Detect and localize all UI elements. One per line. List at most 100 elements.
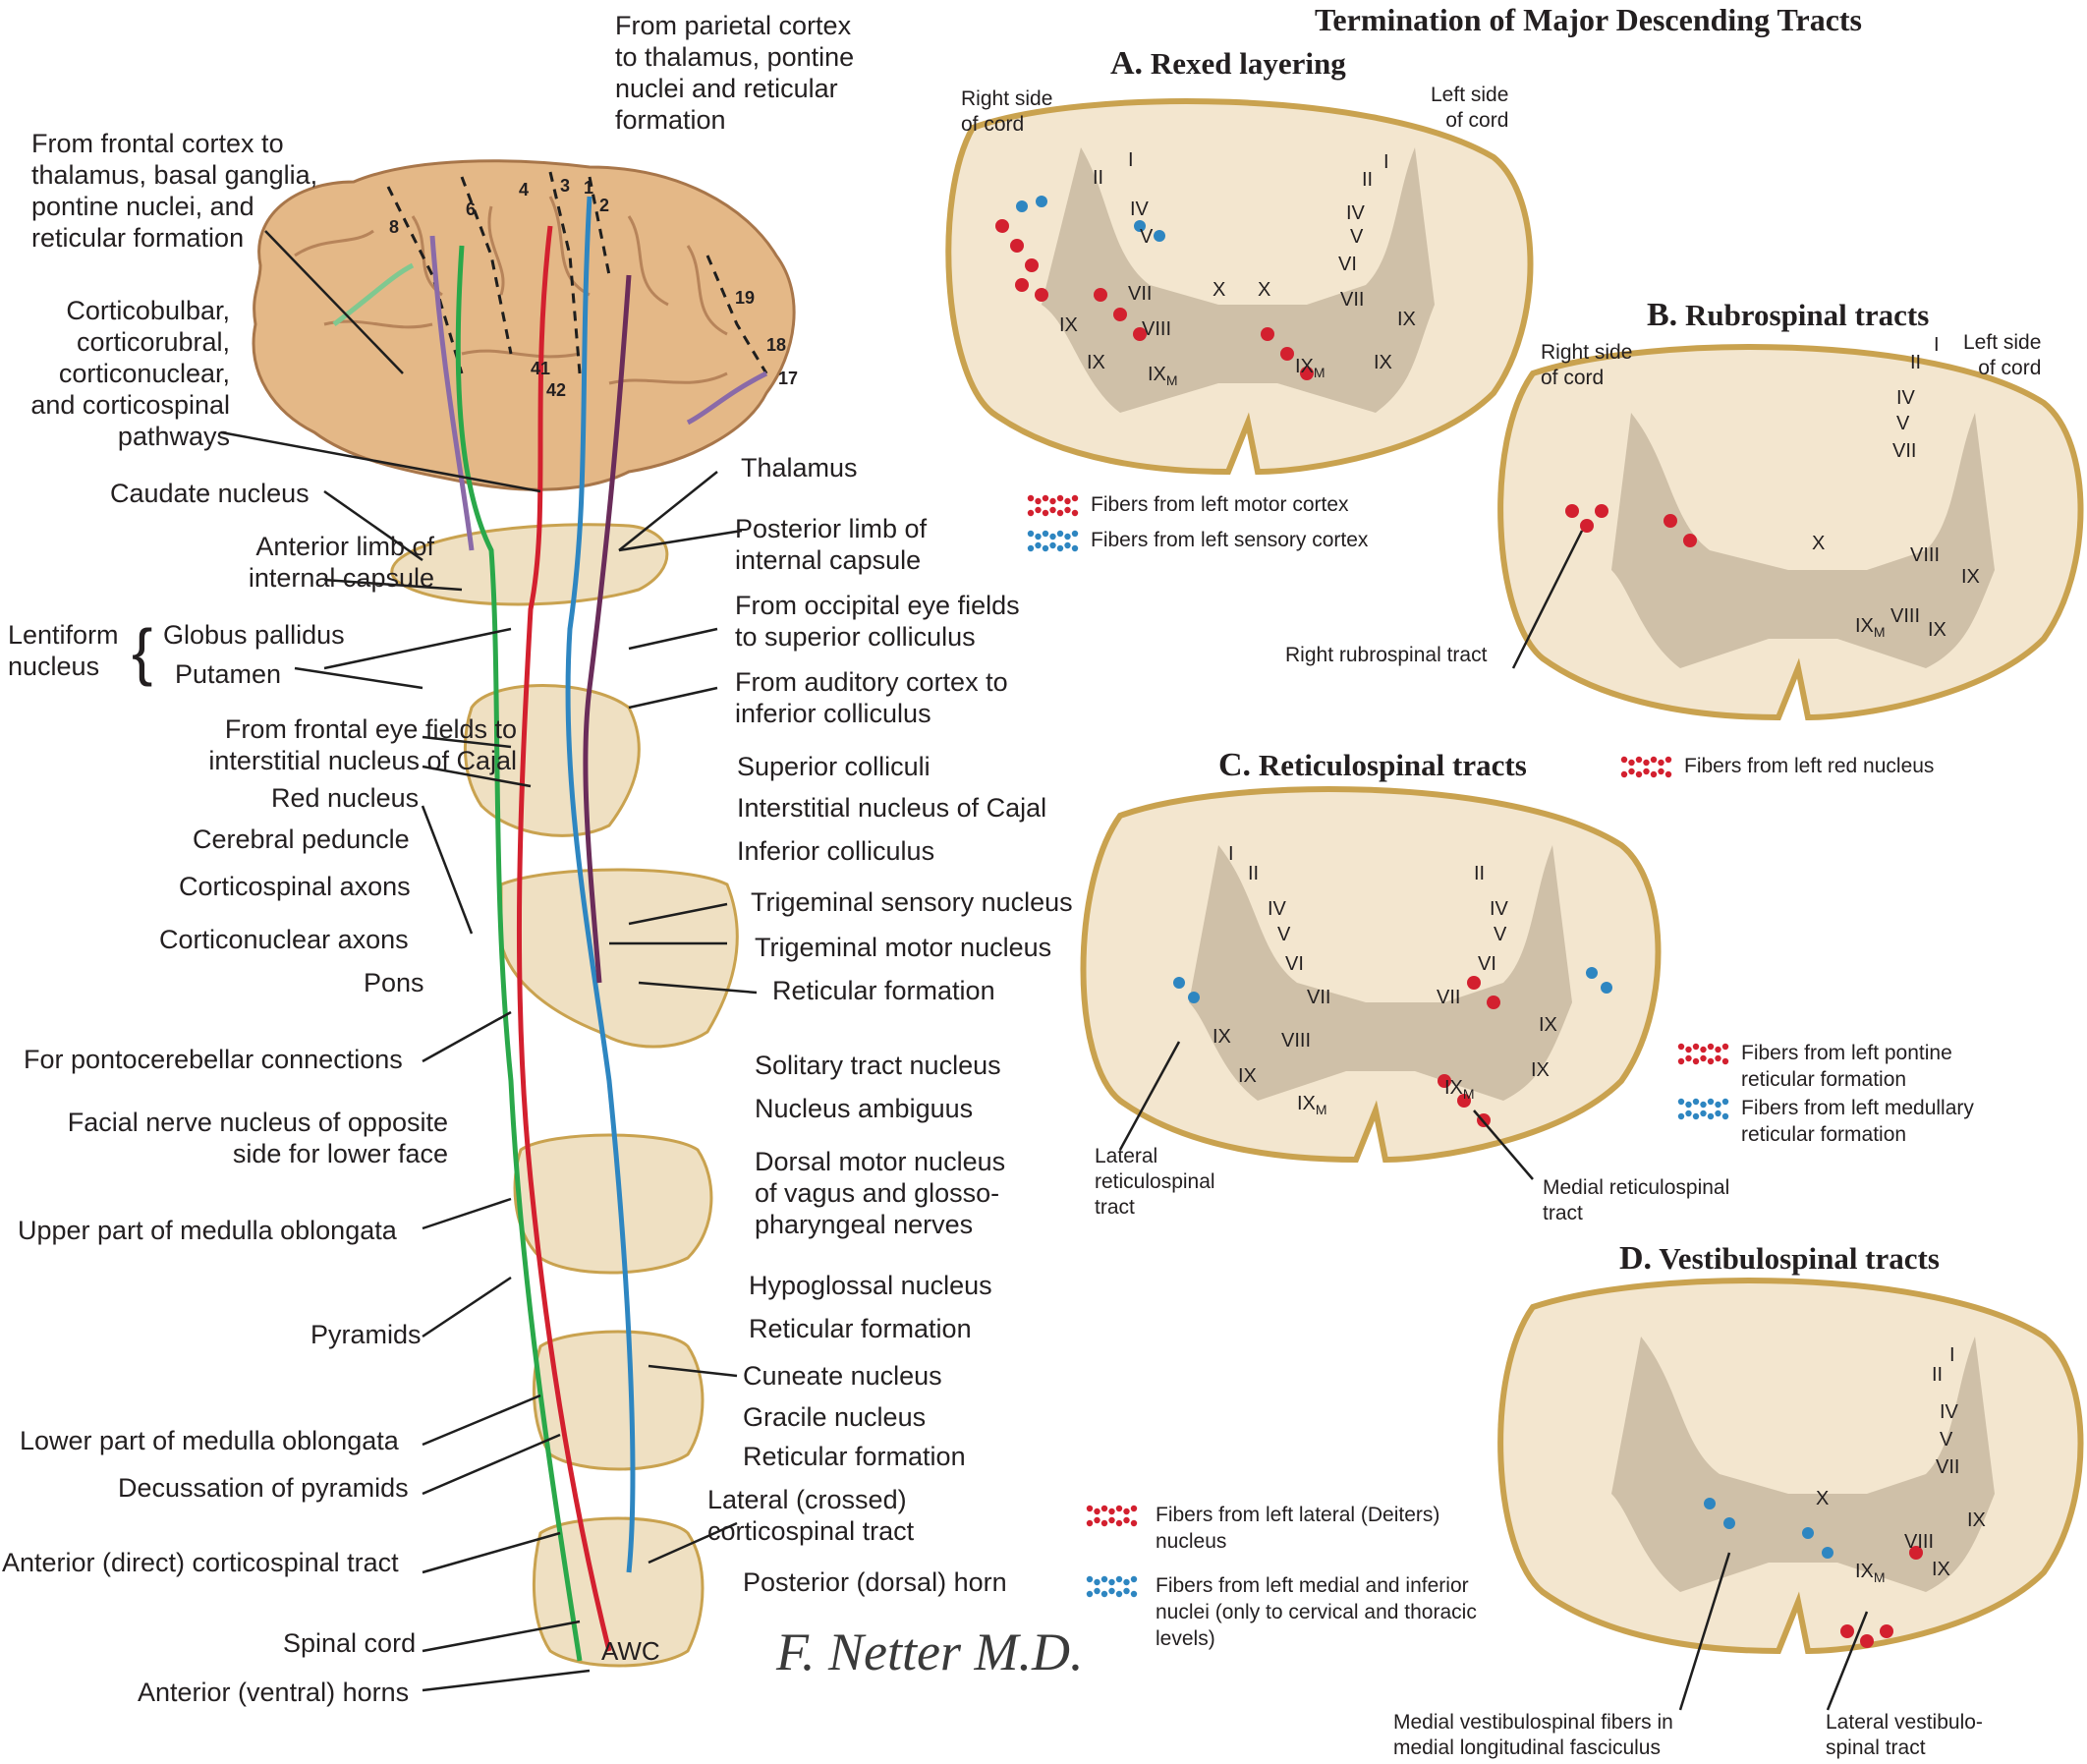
panel-d-name: Vestibulospinal tracts xyxy=(1659,1241,1940,1276)
rexed-label: V xyxy=(1494,924,1507,945)
rexed-label: VIII xyxy=(1890,605,1921,627)
right-label-auditory: From auditory cortex to inferior collicu… xyxy=(735,667,1008,728)
legend-b-red-swatch xyxy=(1619,753,1674,780)
legend-a-blue-swatch xyxy=(1026,527,1081,554)
left-label-frontal: From frontal cortex to thalamus, basal g… xyxy=(31,129,318,253)
rexed-label: VI xyxy=(1478,953,1496,975)
rexed-label: VII xyxy=(1892,440,1917,462)
legend-a-red-swatch xyxy=(1026,491,1081,519)
rexed-label: IX xyxy=(1967,1509,1986,1531)
left-label-ant-limb: Anterior limb of internal capsule xyxy=(248,532,434,593)
rexed-label: IV xyxy=(1346,202,1365,224)
rexed-label: V xyxy=(1277,924,1291,945)
panel-a-title: A. Rexed layering xyxy=(1110,45,1346,83)
left-label-caudate: Caudate nucleus xyxy=(110,479,310,508)
panel-d-title: D. Vestibulospinal tracts xyxy=(1619,1240,1940,1278)
rexed-label: VI xyxy=(1285,953,1304,975)
cord-d xyxy=(1497,1278,2084,1655)
rexed-label: VII xyxy=(1307,987,1331,1008)
rexed-label: II xyxy=(1362,169,1374,191)
brodmann-area-17: 17 xyxy=(778,369,799,388)
right-label-reticular1: Reticular formation xyxy=(772,976,995,1005)
panel-b-left-side: Left side of cord xyxy=(1963,331,2042,379)
legend-d-red-text: Fibers from left lateral (Deiters) nucle… xyxy=(1156,1504,1440,1553)
rexed-label: V xyxy=(1940,1429,1953,1451)
brodmann-area-18: 18 xyxy=(766,335,787,355)
rexed-label: I xyxy=(1383,151,1389,173)
rexed-label: VIII xyxy=(1281,1030,1312,1052)
right-label-occipital-eye: From occipital eye fields to superior co… xyxy=(735,591,1020,652)
right-label-solitary: Solitary tract nucleus xyxy=(755,1051,1001,1080)
left-label-anterior-horns: Anterior (ventral) horns xyxy=(138,1678,410,1707)
right-label-thalamus: Thalamus xyxy=(741,453,858,483)
brodmann-area-41: 41 xyxy=(531,359,551,378)
rexed-label: IV xyxy=(1490,898,1508,920)
rexed-label: IX xyxy=(1059,314,1078,336)
rexed-label: IV xyxy=(1940,1401,1958,1423)
brodmann-area-4: 4 xyxy=(519,180,530,199)
awc-label: AWC xyxy=(601,1636,660,1666)
fiber-dots xyxy=(995,196,1923,1648)
right-label-dorsal-motor: Dorsal motor nucleus of vagus and glosso… xyxy=(755,1147,1006,1239)
panel-d-letter: D. xyxy=(1619,1240,1653,1277)
right-label-trig-sensory: Trigeminal sensory nucleus xyxy=(751,887,1073,917)
rexed-label: I xyxy=(1128,149,1134,171)
rexed-label: IX xyxy=(1238,1065,1257,1087)
left-label-lower-medulla: Lower part of medulla oblongata xyxy=(20,1426,399,1455)
cord-b xyxy=(1497,344,2084,721)
legend-c-red-swatch xyxy=(1676,1040,1731,1067)
left-label-red-nucleus: Red nucleus xyxy=(271,783,420,813)
left-label-facial: Facial nerve nucleus of opposite side fo… xyxy=(67,1108,448,1168)
legend-a-blue-text: Fibers from left sensory cortex xyxy=(1091,529,1369,551)
right-label-post-limb: Posterior limb of internal capsule xyxy=(735,514,928,575)
rexed-label: IXM xyxy=(1855,1561,1886,1585)
right-label-gracile: Gracile nucleus xyxy=(743,1402,927,1432)
right-label-lateral-cs: Lateral (crossed) corticospinal tract xyxy=(707,1485,915,1546)
tract-lines xyxy=(332,196,768,1662)
left-label-spinal-cord: Spinal cord xyxy=(283,1628,417,1658)
rexed-label: IX xyxy=(1961,566,1980,588)
legend-d-blue-swatch xyxy=(1085,1572,1140,1600)
figure-title: Termination of Major Descending Tracts xyxy=(1315,2,1862,37)
rexed-label: IX xyxy=(1397,309,1416,330)
rexed-label: VII xyxy=(1437,987,1461,1008)
right-label-sup-colliculi: Superior colliculi xyxy=(737,752,931,781)
panel-a-left-side: Left side of cord xyxy=(1431,84,1509,132)
rexed-label: V xyxy=(1350,226,1364,248)
right-label-ambiguus: Nucleus ambiguus xyxy=(755,1094,974,1123)
rexed-label: VII xyxy=(1340,289,1365,311)
panel-b-right-side: Right side of cord xyxy=(1541,341,1633,389)
rexed-label: II xyxy=(1474,863,1486,884)
brodmann-area-2: 2 xyxy=(599,196,610,215)
rexed-label: VII xyxy=(1128,283,1153,305)
brodmann-area-6: 6 xyxy=(466,199,477,219)
right-label-parietal: From parietal cortex to thalamus, pontin… xyxy=(615,11,855,135)
netter-signature: F. Netter M.D. xyxy=(776,1622,1084,1681)
panel-c-letter: C. xyxy=(1218,747,1252,783)
rexed-label: VI xyxy=(1338,254,1357,275)
rexed-label: V xyxy=(1896,413,1910,434)
rexed-label: IX xyxy=(1531,1059,1550,1081)
panel-a-right-side: Right side of cord xyxy=(961,87,1053,136)
left-label-frontal-eye: From frontal eye fields to interstitial … xyxy=(208,714,517,775)
left-label-cs-axons: Corticospinal axons xyxy=(179,872,411,901)
right-label-trig-motor: Trigeminal motor nucleus xyxy=(755,933,1052,962)
cord-c xyxy=(1080,786,1662,1164)
legend-d-red-swatch xyxy=(1085,1502,1140,1529)
legend-b-red-text: Fibers from left red nucleus xyxy=(1684,755,1935,777)
rexed-label: IX xyxy=(1213,1026,1231,1048)
legend-a-red-text: Fibers from left motor cortex xyxy=(1091,493,1349,516)
left-label-cerebral-peduncle: Cerebral peduncle xyxy=(193,825,410,854)
rexed-label: I xyxy=(1934,334,1940,356)
rexed-label: IX xyxy=(1374,352,1392,373)
panel-c-lateral-label: Lateral reticulospinal tract xyxy=(1095,1145,1215,1219)
right-label-reticular2: Reticular formation xyxy=(749,1314,972,1343)
rexed-label: VII xyxy=(1936,1456,1960,1478)
panel-a-letter: A. xyxy=(1110,45,1144,82)
rexed-label: VIII xyxy=(1142,318,1172,340)
right-label-hypoglossal: Hypoglossal nucleus xyxy=(749,1271,992,1300)
rexed-label: IX xyxy=(1087,352,1105,373)
panel-d-medial-label: Medial vestibulospinal fibers in medial … xyxy=(1393,1711,1673,1759)
panel-c-medial-label: Medial reticulospinal tract xyxy=(1543,1176,1730,1224)
right-label-inf-colliculus: Inferior colliculus xyxy=(737,836,935,866)
